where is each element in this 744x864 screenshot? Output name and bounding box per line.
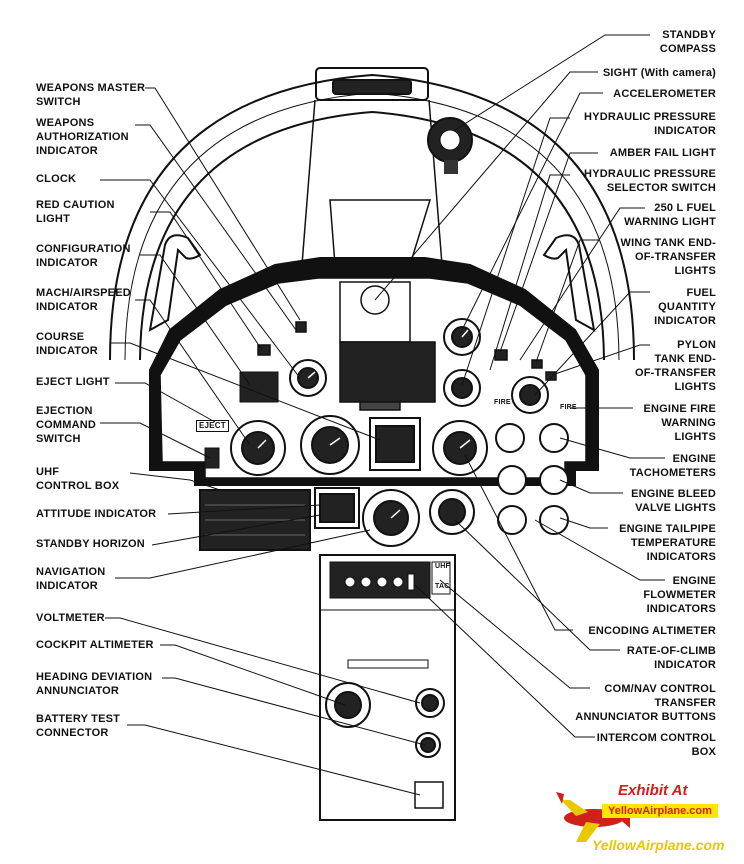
label-amber-fail-light: AMBER FAIL LIGHT [609,147,716,159]
label-eject-light: EJECT LIGHT [36,376,110,388]
bleed-left [497,465,527,495]
label-accelerometer: ACCELEROMETER [613,88,716,100]
label-fuel-warning-light: 250 L FUEL WARNING LIGHT [624,202,716,228]
label-engine-bleed-valve-lights: ENGINE BLEED VALVE LIGHTS [631,488,716,514]
combining-glass [329,199,432,266]
label-battery-test-connector: BATTERY TEST CONNECTOR [36,713,121,739]
label-red-caution-light: RED CAUTION LIGHT [36,199,115,225]
canopy-handle-right [542,234,596,332]
ejection-command-switch-body [204,447,220,469]
label-configuration-indicator: CONFIGURATION INDICATOR [36,243,131,269]
tailpipe-left [497,505,527,535]
configuration-indicator-box [239,371,279,403]
amber-fail-lamp [494,349,508,361]
eject-light-text: EJECT [196,420,229,432]
label-ejection-command-switch: EJECTION COMMAND SWITCH [36,405,97,445]
label-encoding-altimeter: ENCODING ALTIMETER [588,625,716,637]
label-course-indicator: COURSE INDICATOR [36,331,98,357]
label-navigation-indicator: NAVIGATION INDICATOR [36,566,106,592]
canopy-outer-arch [109,73,635,361]
label-weapons-authorization-indicator: WEAPONS AUTHORIZATION INDICATOR [36,117,129,157]
label-hydraulic-pressure-selector-switch: HYDRAULIC PRESSURE SELECTOR SWITCH [584,168,716,194]
tachometer-left [495,423,525,453]
watermark-banner-text: YellowAirplane.com [602,804,718,818]
label-com-nav-control-transfer-annunciator-buttons: COM/NAV CONTROL TRANSFER ANNUNCIATOR BUT… [575,683,716,723]
watermark-exhibit-text: Exhibit At [618,782,688,799]
wing-tank-lamp [531,359,543,369]
label-fuel-quantity-indicator: FUEL QUANTITY INDICATOR [654,287,716,327]
canopy-handle-left [148,234,202,332]
com-nav-buttons [431,561,451,595]
canopy-inner-arch [139,110,605,361]
weapons-authorization-lamp [295,321,307,333]
label-sight: SIGHT (With camera) [602,67,716,79]
label-standby-horizon: STANDBY HORIZON [36,538,145,550]
label-engine-tailpipe-temperature-indicators: ENGINE TAILPIPE TEMPERATURE INDICATORS [619,523,716,563]
tachometer-right [539,423,569,453]
label-heading-deviation-annunciator: HEADING DEVIATION ANNUNCIATOR [36,671,153,697]
label-pylon-tank-end-of-transfer-lights: PYLON TANK END- OF-TRANSFER LIGHTS [634,339,716,393]
label-mach-airspeed-indicator: MACH/AIRSPEED INDICATOR [36,287,131,313]
pylon-tank-lamp [545,371,557,381]
label-engine-fire-warning-lights: ENGINE FIRE WARNING LIGHTS [643,403,716,443]
label-clock: CLOCK [36,173,77,185]
label-standby-compass: STANDBY COMPASS [659,29,716,55]
label-wing-tank-end-of-transfer-lights: WING TANK END- OF-TRANSFER LIGHTS [620,237,716,277]
sight-unit [339,281,436,411]
label-weapons-master-switch: WEAPONS MASTER SWITCH [36,82,146,108]
label-cockpit-altimeter: COCKPIT ALTIMETER [36,639,154,651]
uhf-button-text: UHF [435,563,450,570]
label-engine-tachometers: ENGINE TACHOMETERS [629,453,716,479]
fire-light-right-text: FIRE [560,404,577,411]
bleed-right [539,465,569,495]
label-voltmeter: VOLTMETER [36,612,105,624]
label-uhf-control-box: UHF CONTROL BOX [36,466,120,492]
label-attitude-indicator: ATTITUDE INDICATOR [36,508,157,520]
red-caution-light-lamp [257,344,271,356]
watermark-url-text: YellowAirplane.com [592,837,725,853]
tailpipe-right [539,505,569,535]
fire-light-left-text: FIRE [494,399,511,406]
label-engine-flowmeter-indicators: ENGINE FLOWMETER INDICATORS [643,575,716,615]
canopy-frame-top [315,67,429,101]
standby-compass-body [427,117,473,174]
label-rate-of-climb-indicator: RATE-OF-CLIMB INDICATOR [626,645,716,671]
tac-button-text: TAC [435,583,450,590]
label-intercom-control-box: INTERCOM CONTROL BOX [596,732,716,758]
watermark: Exhibit At YellowAirplane.com YellowAirp… [548,782,736,860]
label-hydraulic-pressure-indicator: HYDRAULIC PRESSURE INDICATOR [584,111,716,137]
